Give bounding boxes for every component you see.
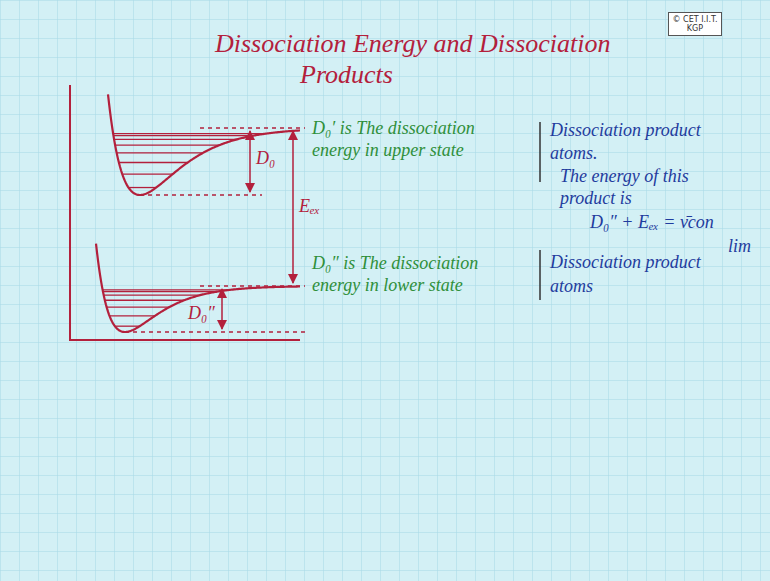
vibrational-level (105, 300, 184, 301)
potential-curves (70, 85, 540, 340)
note-text: D₀′ is The dissociation energy in upper … (312, 118, 527, 161)
potential-curve (96, 244, 300, 332)
asymptote-line (200, 127, 305, 128)
energy-arrow (292, 131, 294, 283)
equation: D₀″ + Eₑₓ = ν̄con (590, 212, 714, 234)
separator (539, 122, 541, 182)
vibrational-level (115, 326, 140, 327)
separator (539, 250, 541, 300)
axes (70, 85, 300, 340)
vibrational-level (119, 162, 188, 163)
note-text: Dissociation product (550, 120, 701, 142)
equation: lim (728, 236, 751, 258)
minimum-line (125, 331, 305, 332)
title: Dissociation Energy and Dissociation Pro… (215, 28, 650, 90)
note-text: D₀″ is The dissociation energy in lower … (312, 253, 527, 296)
energy-arrow (221, 289, 223, 329)
vibrational-level (104, 294, 201, 295)
vibrational-level (115, 145, 219, 146)
potential-curve (108, 94, 300, 195)
logo-box: © CET I.I.T. KGP (668, 12, 722, 36)
note-text: atoms (550, 276, 593, 298)
vibrational-level (117, 152, 203, 153)
vibrational-level (128, 187, 156, 188)
vibrational-level (122, 173, 173, 174)
note-text: The energy of this product is (560, 166, 735, 209)
vibrational-level (103, 289, 230, 290)
energy-label: D₀″ (188, 303, 215, 325)
vibrational-level (109, 315, 155, 316)
energy-label: Eₑₓ (299, 196, 320, 218)
logo-text: © CET I.I.T. KGP (672, 15, 718, 33)
note-text: atoms. (550, 143, 598, 165)
vibrational-level (113, 135, 254, 136)
note-text: Dissociation product (550, 252, 701, 274)
vibrational-level (114, 139, 237, 140)
vibrational-level (103, 291, 217, 292)
energy-label: D₀ (256, 148, 275, 170)
asymptote-line (200, 285, 305, 286)
vibrational-level (107, 307, 170, 308)
minimum-line (140, 194, 262, 195)
energy-arrow (249, 131, 251, 192)
vibrational-level (113, 133, 266, 134)
